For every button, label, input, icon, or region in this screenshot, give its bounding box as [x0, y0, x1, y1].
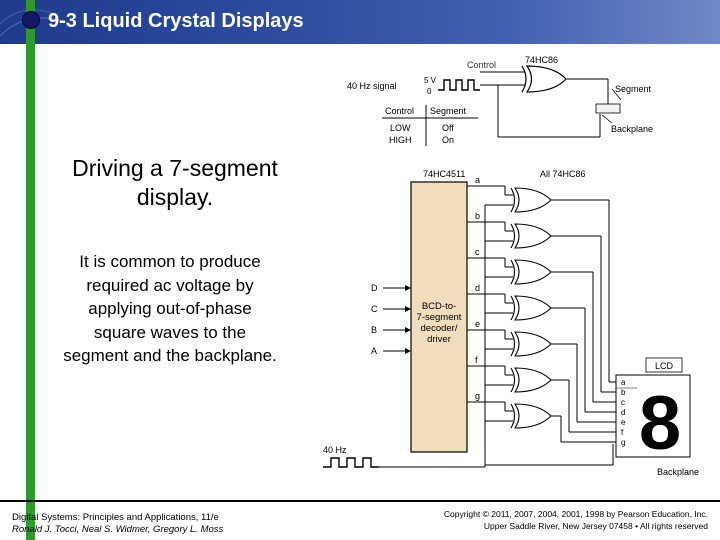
lcd-pin-label: f: [621, 428, 624, 437]
title-bullet-icon: [22, 11, 40, 29]
backplane-main-label: Backplane: [657, 467, 699, 477]
table-header-control: Control: [385, 106, 414, 116]
input-label-b: B: [371, 325, 377, 335]
input-label-c: C: [371, 304, 378, 314]
xor-gate-icon: [521, 65, 567, 93]
zero-volt-label: 0: [427, 87, 432, 96]
decoder-text-line: 7-segment: [417, 312, 462, 323]
clock-wave-icon: [323, 457, 379, 468]
table-cell: LOW: [390, 123, 411, 133]
gate-rows: a b c d e f g: [467, 175, 616, 467]
five-volt-label: 5 V: [424, 76, 437, 85]
input-label-a: A: [371, 346, 377, 356]
lcd-display: [615, 374, 691, 458]
segment-output-label: b: [475, 211, 480, 221]
book-authors: Ronald J. Tocci, Neal S. Widmer, Gregory…: [12, 524, 224, 535]
slide-subtitle: Driving a 7-segment display.: [72, 155, 278, 210]
gates-label: All 74HC86: [540, 169, 586, 179]
table-cell: Off: [442, 123, 454, 133]
decoder-text-line: driver: [427, 334, 451, 345]
lcd-pin-label: b: [621, 388, 626, 397]
segment-label: Segment: [615, 84, 652, 94]
copyright-line: Copyright © 2011, 2007, 2004, 2001, 1998…: [443, 509, 708, 519]
lcd-pin-label: e: [621, 418, 626, 427]
gate-row-g: g: [467, 391, 616, 443]
lcd-segment-icon: [595, 103, 621, 114]
xor-gate-icon: [513, 331, 552, 357]
backplane-label: Backplane: [611, 124, 653, 134]
book-title: Digital Systems: Principles and Applicat…: [12, 512, 219, 523]
lcd-driver-circuit: 74HC4511 All 74HC86 BCD-to- 7-segment de…: [323, 169, 699, 477]
truth-table: Control Segment LOW Off HIGH On: [382, 105, 478, 146]
decoder-block: [410, 181, 468, 453]
gate-row-b: b: [467, 211, 616, 393]
xor-gate-icon: [513, 259, 552, 285]
segment-output-label: a: [475, 175, 480, 185]
segment-output-label: e: [475, 319, 480, 329]
table-cell: HIGH: [389, 135, 412, 145]
slide-title: 9-3 Liquid Crystal Displays: [48, 10, 304, 32]
lcd-pin-label: a: [621, 378, 626, 387]
decoder-inputs: D C B A: [371, 283, 411, 356]
gate-row-c: c: [467, 247, 616, 403]
lcd-pin-label: g: [621, 438, 625, 447]
xor-gate-icon: [513, 295, 552, 321]
xor-gate-icon: [513, 187, 552, 213]
lcd-label-box: [645, 357, 683, 373]
input-label-d: D: [371, 283, 378, 293]
footer-right: Copyright © 2011, 2007, 2004, 2001, 1998…: [444, 509, 708, 532]
gate-row-d: d: [467, 283, 616, 413]
lcd-digit: 8: [639, 381, 681, 466]
footer-left: Digital Systems: Principles and Applicat…: [12, 512, 223, 536]
clock-label: 40 Hz: [323, 445, 347, 455]
xor-gate-icon: [513, 367, 552, 393]
header-bar: [0, 0, 720, 44]
xor-gate-label: 74HC86: [525, 55, 558, 65]
accent-bar: [26, 0, 35, 540]
signal-label: 40 Hz signal: [347, 81, 397, 91]
publisher-line: Upper Saddle River, New Jersey 07458 • A…: [483, 520, 708, 531]
gate-row-a: a: [467, 175, 616, 383]
table-header-segment: Segment: [430, 106, 467, 116]
lcd-label: LCD: [655, 361, 674, 371]
slide-body-text: It is common to produce required ac volt…: [63, 252, 277, 365]
decoder-text-line: decoder/: [421, 323, 458, 334]
lcd-pin-label: c: [621, 398, 625, 407]
xor-gate-icon: [513, 403, 552, 429]
decoder-chip-label: 74HC4511: [423, 169, 465, 179]
decoder-text-line: BCD-to-: [422, 301, 456, 312]
xor-gate-icon: [513, 223, 552, 249]
gate-row-e: e: [467, 319, 616, 423]
control-label: Control: [467, 60, 496, 70]
gate-row-f: f: [467, 355, 616, 433]
footer-rule: [0, 500, 720, 502]
xor-segment-figure: 40 Hz signal 5 V 0 Control 74HC86 Segmen…: [347, 55, 653, 146]
segment-output-label: d: [475, 283, 480, 293]
square-wave-icon: [438, 79, 480, 91]
segment-output-label: f: [475, 355, 478, 365]
table-cell: On: [442, 135, 454, 145]
lcd-pin-label: d: [621, 408, 625, 417]
segment-output-label: c: [475, 247, 480, 257]
segment-output-label: g: [475, 391, 480, 401]
